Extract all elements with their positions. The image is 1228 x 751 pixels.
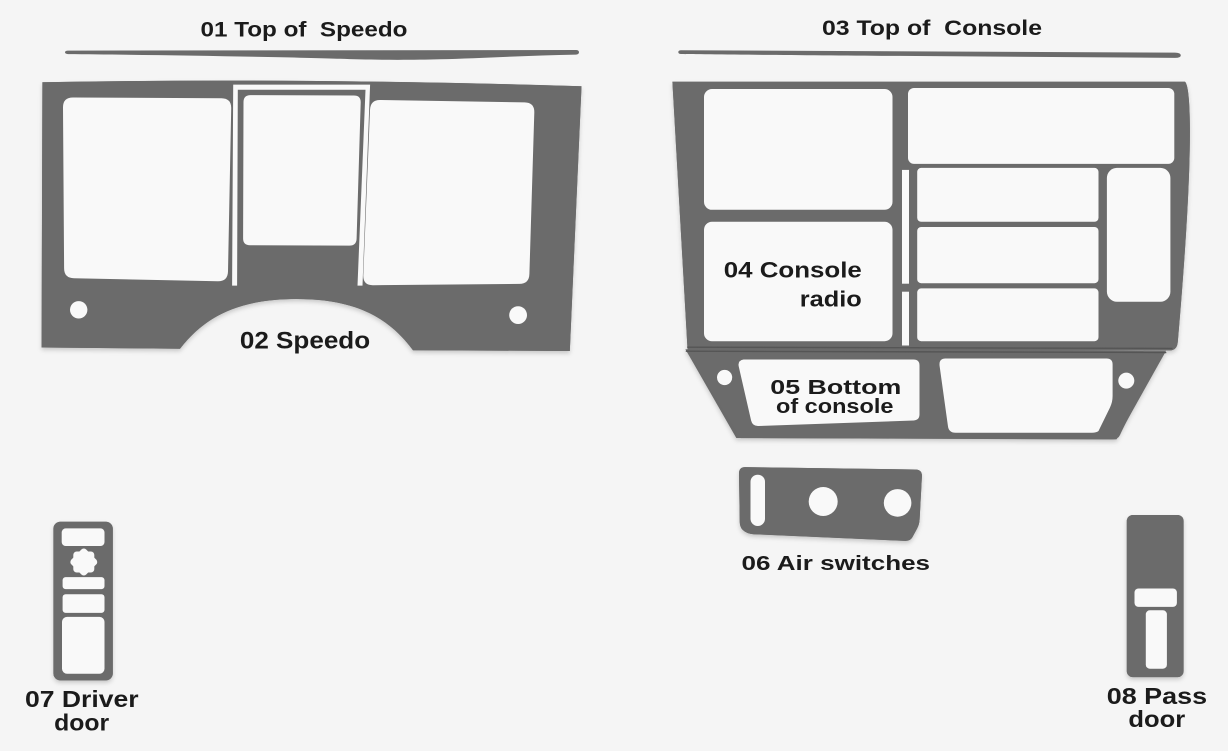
svg-text:04 Console: 04 Console [724,258,862,283]
svg-text:of console: of console [776,395,893,418]
svg-text:06 Air switches: 06 Air switches [742,552,931,575]
svg-text:radio: radio [800,287,862,312]
svg-text:08 Pass: 08 Pass [1107,683,1207,709]
svg-text:01 Top of Speedo: 01 Top of Speedo [201,19,408,42]
svg-text:02 Speedo: 02 Speedo [240,327,370,354]
svg-text:07 Driver: 07 Driver [25,686,139,712]
svg-text:door: door [1128,706,1185,732]
svg-text:05 Bottom: 05 Bottom [770,376,901,399]
svg-text:03 Top of Console: 03 Top of Console [822,17,1042,40]
svg-text:door: door [54,710,109,736]
